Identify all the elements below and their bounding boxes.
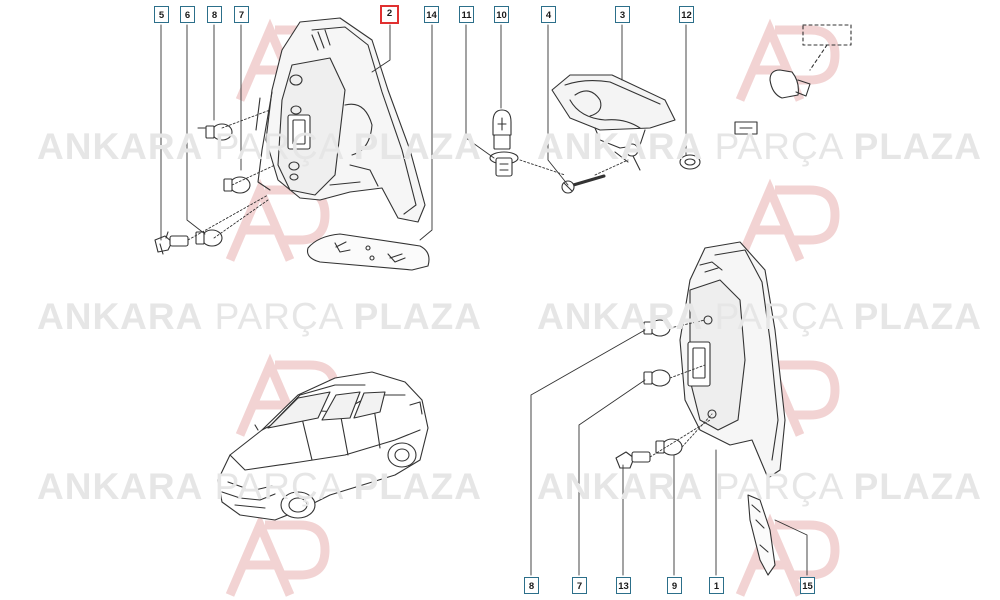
bulb-holder-5 [154, 231, 189, 255]
callout-13[interactable]: 13 [616, 577, 631, 594]
callout-6[interactable]: 6 [180, 6, 195, 23]
callout-5[interactable]: 5 [154, 6, 169, 23]
bulb-10 [492, 109, 512, 150]
callout-7-bottom[interactable]: 7 [572, 577, 587, 594]
grommet-12 [679, 154, 701, 170]
tail-lamp-housing-exploded [255, 17, 426, 223]
watermark-logo-icon [225, 513, 330, 597]
screw-4 [561, 174, 606, 194]
callout-3[interactable]: 3 [615, 6, 630, 23]
seal-gasket [306, 233, 430, 271]
callout-9[interactable]: 9 [667, 577, 682, 594]
tail-lamp-assembled [679, 241, 786, 479]
bulb-7-top [223, 176, 251, 194]
watermark-logo-icon [735, 178, 840, 262]
bulb-top-right [769, 69, 811, 99]
callout-2-highlighted[interactable]: 2 [380, 5, 399, 24]
callout-15[interactable]: 15 [800, 577, 815, 594]
callout-4[interactable]: 4 [541, 6, 556, 23]
bulb-7-bottom [643, 369, 671, 387]
callout-12[interactable]: 12 [679, 6, 694, 23]
bulb-9-bottom [655, 438, 683, 456]
callout-8[interactable]: 8 [207, 6, 222, 23]
watermark-logos [225, 18, 840, 597]
sedan-car-illustration [217, 371, 429, 521]
callout-10[interactable]: 10 [494, 6, 509, 23]
bulb-8-bottom [643, 319, 671, 337]
dashed-label-box [802, 24, 852, 71]
bulb-6-top [195, 229, 223, 247]
bulb-socket-11 [489, 151, 519, 177]
wire-connector [734, 121, 758, 135]
callout-14[interactable]: 14 [424, 6, 439, 23]
leader-lines [160, 24, 808, 576]
seal-gasket-15 [747, 494, 776, 576]
bulb-holder-13 [615, 451, 651, 469]
callout-11[interactable]: 11 [459, 6, 474, 23]
callout-1[interactable]: 1 [709, 577, 724, 594]
callout-8-bottom[interactable]: 8 [524, 577, 539, 594]
bulb-8-top [197, 123, 233, 141]
callout-7[interactable]: 7 [234, 6, 249, 23]
lamp-housing-3 [551, 74, 676, 171]
